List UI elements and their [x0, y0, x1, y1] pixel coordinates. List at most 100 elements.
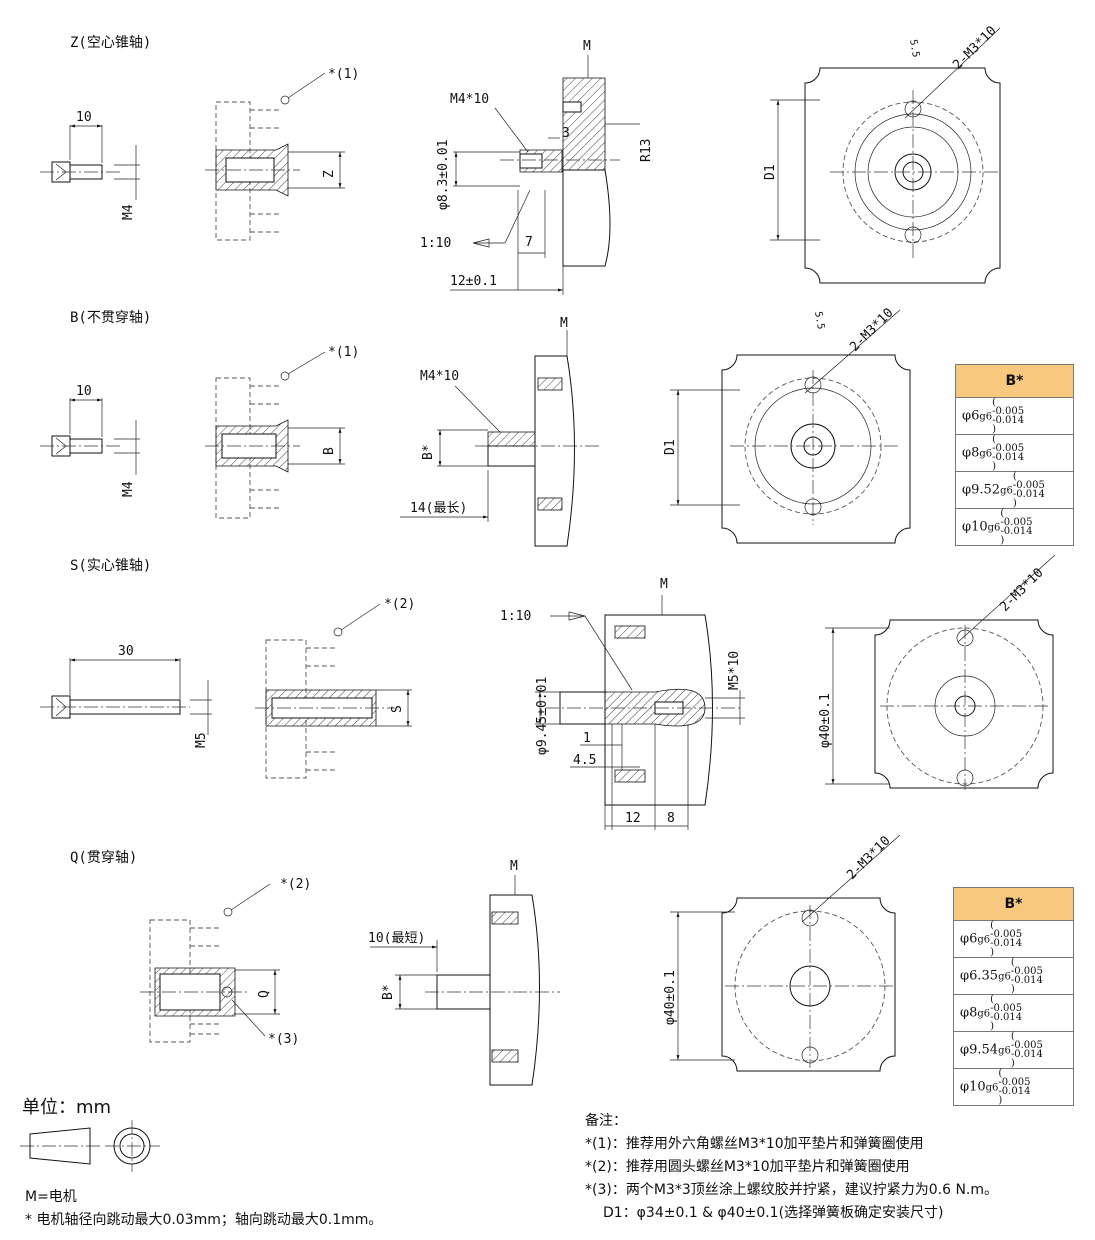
bore-label: B: [322, 447, 337, 455]
motor-section: M M4*10 B* 14(最长): [400, 316, 600, 547]
front-view: φ40±0.1 2-M3*10: [663, 833, 901, 1072]
holes-label: 2-M3*10: [997, 565, 1046, 614]
tol-lower: -0.014: [1012, 489, 1045, 500]
tol-upper: -0.005: [992, 406, 1025, 417]
notes: 备注： *(1)：推荐用外六角螺丝M3*10加平垫片和弹簧圈使用 *(2)：推荐…: [585, 1110, 998, 1225]
screw-thread: M4: [121, 204, 136, 220]
bore-table-b: B* φ6g6(-0.005-0.014) φ8g6(-0.005-0.014)…: [955, 364, 1074, 546]
motor-section: M 10(最短) B*: [368, 859, 560, 1086]
taper-ratio: 1:10: [420, 236, 451, 251]
tol-lower: -0.014: [990, 938, 1023, 949]
shaft-diameter: φ9.45±0.01: [535, 677, 550, 755]
screw-thread: M5: [194, 732, 209, 748]
motor-label: M: [660, 577, 668, 592]
dia: φ9.52: [962, 482, 1001, 498]
tol-lower: -0.014: [1000, 526, 1033, 537]
dia: φ6: [960, 931, 978, 947]
tol-upper: -0.005: [1000, 517, 1033, 528]
table-row: φ9.52g6(-0.005-0.014): [955, 471, 1074, 509]
note-1: *(1)：推荐用外六角螺丝M3*10加平垫片和弹簧圈使用: [585, 1136, 924, 1152]
fit: g6: [998, 971, 1011, 983]
dim-7: 7: [525, 235, 533, 250]
note-2: *(2)：推荐用圆头螺丝M3*10加平垫片和弹簧圈使用: [585, 1159, 910, 1175]
dia: φ8: [962, 445, 980, 461]
fit: g6: [979, 411, 993, 423]
tol-upper: -0.005: [990, 1003, 1023, 1014]
runout-note: * 电机轴径向跳动最大0.03mm；轴向跳动最大0.1mm。: [25, 1212, 383, 1228]
dim-12: 12±0.1: [450, 274, 497, 289]
callout-1: *(1): [328, 345, 359, 360]
tol-upper: -0.005: [1012, 480, 1045, 491]
front-view: D1 2-M3*10 5.5: [663, 305, 911, 544]
fit: g6: [977, 1008, 991, 1020]
dim-1: 1: [583, 731, 591, 746]
screw-length: 10: [76, 110, 92, 125]
taper-ratio: 1:10: [500, 609, 531, 624]
d1-label: D1: [663, 439, 678, 455]
screw-view: 10 M4: [40, 110, 140, 220]
motor-section: M M4*10 φ8.3±0.01 3 R13 1:10 7 12±0.1: [420, 39, 654, 295]
table-row: φ6.35g6(-0.005-0.014): [953, 957, 1074, 995]
d1-label: D1: [763, 164, 778, 180]
dim-3: 3: [562, 126, 570, 141]
section-z: Z(空心锥轴) 10 M4 Z: [40, 23, 1001, 295]
motor-label: M: [560, 316, 568, 331]
callout-1: *(1): [328, 67, 359, 82]
callout-2: *(2): [280, 877, 311, 892]
table-row: φ8g6(-0.005-0.014): [953, 994, 1074, 1032]
d40-label: φ40±0.1: [818, 693, 833, 748]
section-title: B(不贯穿轴): [70, 310, 151, 326]
motor-note: M=电机: [25, 1189, 77, 1205]
tol-lower: -0.014: [992, 452, 1025, 463]
section-title: Z(空心锥轴): [70, 35, 151, 51]
shaft-thread: M5*10: [727, 651, 742, 690]
coupling-side-view: Z *(1): [205, 67, 359, 241]
coupling-side-view: S *(2): [255, 597, 415, 779]
callout-2: *(2): [384, 597, 415, 612]
dia: φ10: [960, 1079, 986, 1095]
screw-view: 10 M4: [40, 384, 140, 497]
tol-upper: -0.005: [992, 443, 1025, 454]
shaft-thread: M4*10: [420, 369, 459, 384]
dia: φ9.54: [960, 1042, 999, 1058]
table-header: B*: [953, 887, 1074, 921]
fit: g6: [998, 1045, 1011, 1057]
fit: g6: [987, 522, 1001, 534]
table-row: φ10g6(-0.005-0.014): [955, 508, 1074, 546]
tol-lower: -0.014: [992, 415, 1025, 426]
projection-symbol: [20, 1120, 160, 1172]
notes-title: 备注：: [585, 1113, 627, 1129]
dia: φ10: [962, 519, 988, 535]
unit-label: 单位：mm: [22, 1097, 112, 1118]
front-view: φ40±0.1 2-M3*10: [818, 554, 1056, 790]
radius-r13: R13: [639, 139, 654, 162]
fit: g6: [977, 934, 991, 946]
table-row: φ6g6(-0.005-0.014): [955, 397, 1074, 435]
tol-upper: -0.005: [990, 929, 1023, 940]
front-view: D1 2-M3*10 5.5: [763, 23, 1001, 284]
shaft-diameter: φ8.3±0.01: [436, 140, 451, 210]
dia: φ8: [960, 1005, 978, 1021]
screw-thread: M4: [121, 481, 136, 497]
shaft-diameter: B*: [381, 984, 396, 1000]
motor-section: M 1:10 M5*10 φ9.45±0.01 1 4.5: [500, 577, 745, 830]
bore-label: Z: [322, 170, 337, 178]
note-4: D1：φ34±0.1 & φ40±0.1(选择弹簧板确定安装尺寸): [603, 1205, 944, 1221]
d40-label: φ40±0.1: [663, 970, 678, 1025]
tol-upper: -0.005: [998, 1077, 1031, 1088]
section-title: S(实心锥轴): [70, 558, 151, 574]
shaft-diameter: B*: [421, 444, 436, 460]
tol-upper: -0.005: [1010, 966, 1043, 977]
dim-8: 8: [667, 811, 675, 826]
motor-label: M: [510, 859, 518, 874]
tol-lower: -0.014: [1010, 1049, 1043, 1060]
screw-length: 30: [118, 644, 134, 659]
section-s: S(实心锥轴) 30 M5 S *(2): [40, 554, 1056, 830]
dim-14: 14(最长): [410, 501, 467, 516]
dim-4.5: 4.5: [573, 753, 596, 768]
dim-5.5: 5.5: [907, 39, 921, 59]
table-row: φ9.54g6(-0.005-0.014): [953, 1031, 1074, 1069]
motor-label: M: [583, 39, 591, 54]
bore-label: Q: [257, 990, 272, 998]
